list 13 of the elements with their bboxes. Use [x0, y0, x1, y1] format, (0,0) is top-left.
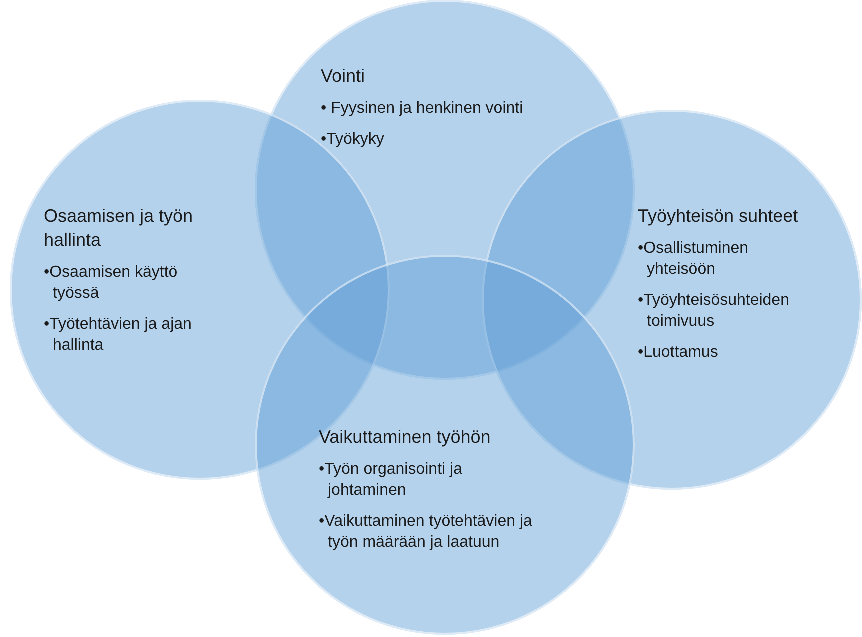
- circle-heading: Osaamisen ja työn hallinta: [44, 205, 194, 252]
- bullet-item: •Työkyky: [321, 130, 386, 150]
- bullet-item: •Osaamisen käyttö työssä: [44, 263, 179, 304]
- bullet-item: •Osallistuminen yhteisöön: [638, 239, 750, 280]
- circle-heading: Vaikuttaminen työhön: [319, 426, 492, 449]
- bullet-item: •Työn organisointi ja johtaminen: [319, 460, 464, 501]
- circle-heading: Vointi: [321, 65, 366, 88]
- bullet-item: •Työyhteisösuhteiden toimivuus: [638, 291, 790, 332]
- bullet-item: •Työtehtävien ja ajan hallinta: [44, 315, 193, 356]
- bullet-item: •Vaikuttaminen työtehtävien ja työn määrään ja laatuun: [319, 512, 534, 553]
- circle-heading: Työyhteisön suhteet: [638, 205, 800, 228]
- bullet-item: • Fyysinen ja henkinen vointi: [321, 99, 524, 119]
- bullet-item: •Luottamus: [638, 343, 720, 363]
